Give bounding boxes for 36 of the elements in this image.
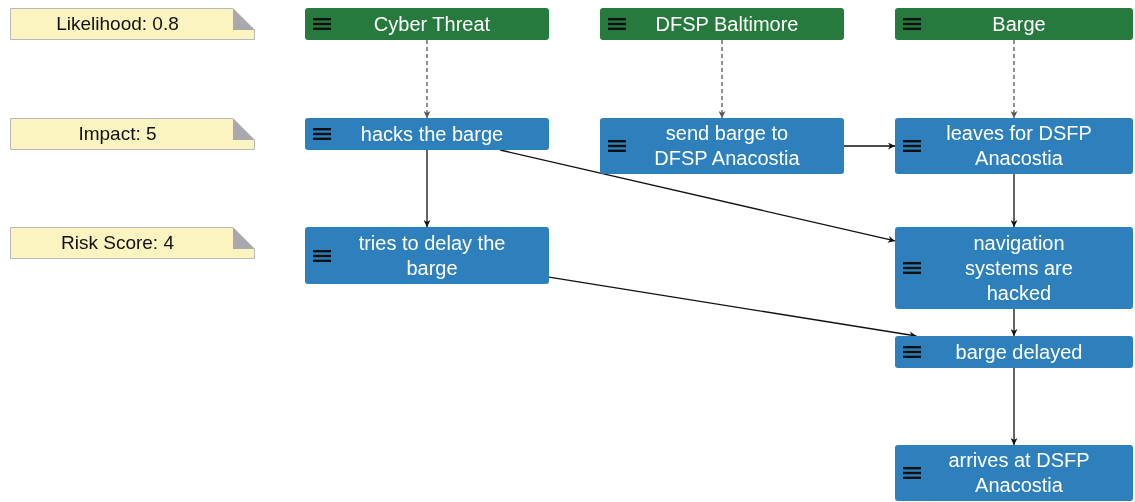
note-shape [10, 227, 255, 259]
process-box [305, 118, 549, 150]
arrow [1010, 173, 1018, 228]
process-box [600, 118, 844, 174]
node-label: leaves for DSFP Anacostia [945, 121, 1093, 171]
node-label: send barge to DFSP Anacostia [653, 121, 801, 171]
process-box [895, 118, 1133, 174]
actor-box [600, 8, 844, 40]
process-box [895, 336, 1133, 368]
node-label: tries to delay the barge [357, 230, 507, 281]
arrow [423, 149, 431, 228]
arrow [1010, 367, 1018, 446]
note-label: Likelihood: 0.8 [56, 12, 179, 36]
node-label: Barge [992, 11, 1046, 37]
note-label: Impact: 5 [78, 122, 157, 146]
node-label: arrives at DSFP Anacostia [947, 448, 1091, 498]
dashed-arrow [718, 39, 726, 119]
process-box [895, 445, 1133, 501]
node-label: hacks the barge [360, 121, 504, 147]
arrow [548, 276, 918, 339]
dashed-arrow [1010, 39, 1018, 119]
note-shape [10, 8, 255, 40]
node-label: DFSP Baltimore [655, 11, 799, 37]
note-shape [10, 118, 255, 150]
node-label: navigation systems are hacked [964, 230, 1074, 306]
process-box [895, 227, 1133, 309]
node-label: Cyber Threat [373, 11, 491, 37]
note-label: Risk Score: 4 [61, 231, 174, 255]
actor-box [895, 8, 1133, 40]
process-box [305, 227, 549, 284]
actor-box [305, 8, 549, 40]
arrow [1010, 308, 1018, 337]
arrow [499, 149, 896, 243]
arrow [843, 142, 896, 150]
node-label: barge delayed [955, 339, 1083, 365]
dashed-arrow [423, 39, 431, 119]
